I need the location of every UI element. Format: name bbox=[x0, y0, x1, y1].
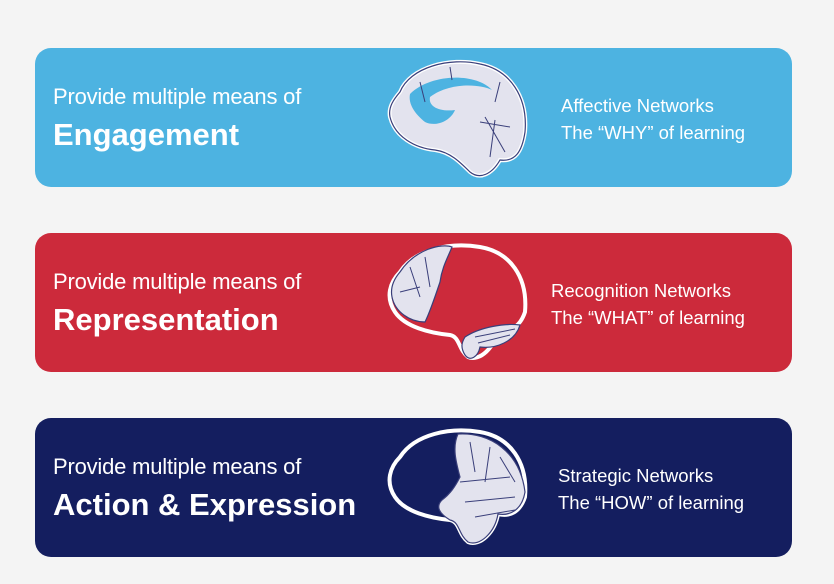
brain-limbic-icon bbox=[387, 59, 528, 178]
brain-posterior-icon bbox=[387, 243, 528, 360]
card-lead: Provide multiple means of bbox=[53, 454, 302, 479]
network-text: Strategic Networks The “HOW” of learning bbox=[558, 462, 744, 516]
card-heading: Action & Expression bbox=[53, 487, 357, 522]
network-name: Recognition Networks bbox=[551, 280, 731, 301]
engagement-card: Provide multiple means of Engagement Aff… bbox=[35, 48, 792, 187]
card-lead: Provide multiple means of bbox=[53, 269, 302, 294]
network-question: The “WHY” of learning bbox=[561, 122, 746, 143]
representation-card: Provide multiple means of Representation… bbox=[35, 233, 792, 372]
network-text: Affective Networks The “WHY” of learning bbox=[561, 92, 745, 146]
action-expression-card: Provide multiple means of Action & Expre… bbox=[35, 418, 792, 557]
network-text: Recognition Networks The “WHAT” of learn… bbox=[551, 277, 745, 331]
card-heading: Representation bbox=[53, 302, 279, 337]
brain-frontal-icon bbox=[387, 428, 528, 545]
network-name: Strategic Networks bbox=[558, 465, 714, 486]
network-question: The “WHAT” of learning bbox=[551, 307, 745, 328]
card-lead: Provide multiple means of bbox=[53, 84, 302, 109]
network-name: Affective Networks bbox=[561, 95, 714, 116]
card-heading: Engagement bbox=[53, 117, 240, 152]
network-question: The “HOW” of learning bbox=[558, 492, 745, 513]
